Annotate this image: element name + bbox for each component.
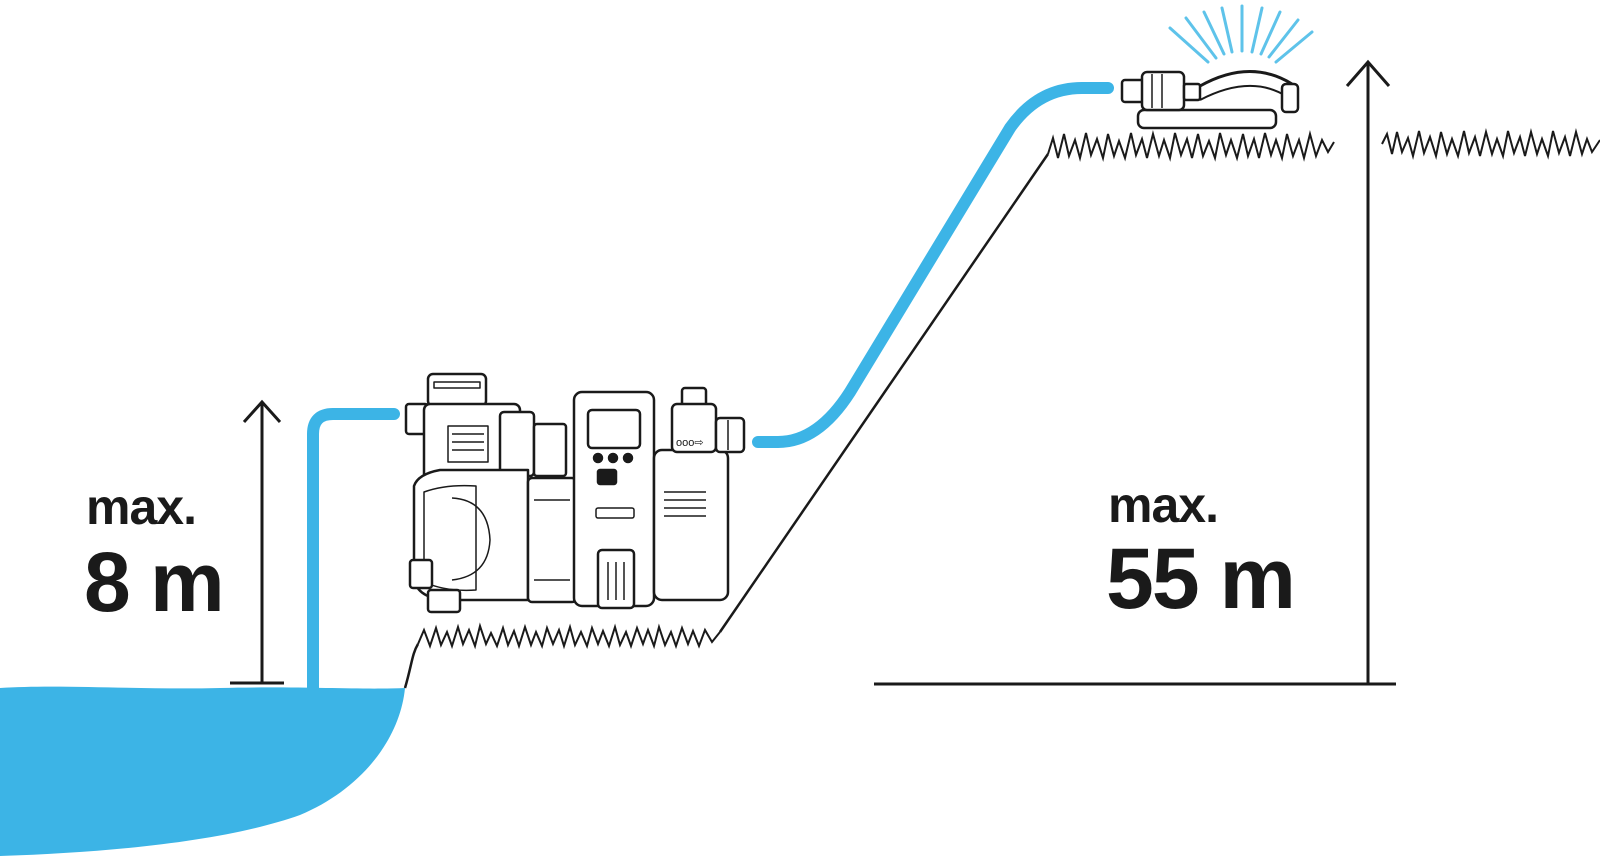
suction-height-value: 8 m	[84, 535, 225, 629]
svg-text:ooo⇨: ooo⇨	[676, 437, 704, 449]
grass-right	[1381, 128, 1600, 160]
suction-height-label: max.	[86, 479, 197, 535]
hill-slope	[718, 153, 1050, 633]
suction-hose	[307, 408, 400, 700]
sprinkler	[1120, 70, 1300, 130]
water-spray	[1168, 4, 1314, 64]
delivery-height-value: 55 m	[1106, 531, 1296, 627]
up-arrow	[230, 399, 284, 685]
grass-top	[1047, 130, 1335, 162]
delivery-height-label: max.	[1108, 477, 1219, 533]
garden-pump: ooo⇨	[404, 372, 746, 614]
pond-bank	[403, 643, 420, 689]
grass-lower	[417, 622, 721, 650]
water-pond	[0, 686, 405, 856]
pressure-hose	[752, 82, 1114, 448]
up-arrow	[874, 59, 1396, 686]
